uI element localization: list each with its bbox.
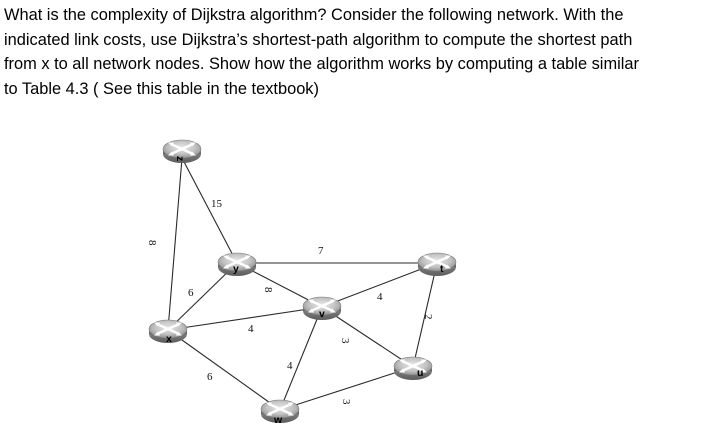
- router-node-z: z: [161, 138, 203, 165]
- question-line-2: indicated link costs, use Dijkstra’s sho…: [4, 30, 633, 49]
- cost-v-w: 4: [287, 360, 293, 372]
- link-y-x: [167, 262, 238, 331]
- question-line-1: What is the complexity of Dijkstra algor…: [4, 6, 624, 24]
- cost-y-t: 7: [318, 245, 324, 257]
- node-label-v: v: [319, 308, 325, 320]
- router-node-x: x: [147, 318, 189, 345]
- link-x-w: [167, 329, 281, 411]
- link-x-v: [167, 306, 323, 331]
- node-label-z: z: [174, 156, 186, 161]
- question-text: What is the complexity of Dijkstra algor…: [4, 3, 716, 101]
- node-label-y: y: [233, 263, 239, 275]
- cost-t-u: 2: [422, 314, 434, 320]
- cost-z-x: 8: [146, 240, 158, 246]
- link-v-u: [321, 306, 414, 368]
- cost-w-u: 3: [340, 399, 352, 405]
- cost-y-v: 8: [262, 287, 274, 293]
- cost-v-u: 3: [339, 338, 351, 344]
- cost-t-v: 4: [377, 291, 383, 303]
- link-w-u: [279, 366, 414, 411]
- cost-y-x: 6: [188, 287, 194, 299]
- link-t-v: [321, 262, 438, 308]
- question-line-4: to Table 4.3 ( See this table in the tex…: [4, 79, 319, 98]
- router-icon: [392, 355, 434, 382]
- question-line-3: from x to all network nodes. Show how th…: [4, 55, 639, 73]
- router-node-y: y: [216, 251, 258, 278]
- router-node-t: t: [416, 251, 458, 278]
- link-v-w: [279, 306, 323, 411]
- cost-x-w: 6: [207, 371, 213, 383]
- link-t-u: [412, 262, 438, 368]
- link-z-y: [181, 157, 238, 264]
- router-node-u: u: [392, 355, 434, 382]
- node-label-u: u: [417, 367, 423, 379]
- node-label-t: t: [440, 263, 444, 275]
- cost-x-v: 4: [248, 323, 254, 335]
- router-node-w: w: [259, 398, 301, 426]
- node-label-x: x: [166, 333, 172, 345]
- link-z-x: [167, 157, 183, 331]
- node-label-w: w: [273, 414, 283, 426]
- router-icon: [416, 251, 458, 278]
- cost-z-y: 15: [211, 198, 223, 210]
- router-node-v: v: [301, 295, 343, 322]
